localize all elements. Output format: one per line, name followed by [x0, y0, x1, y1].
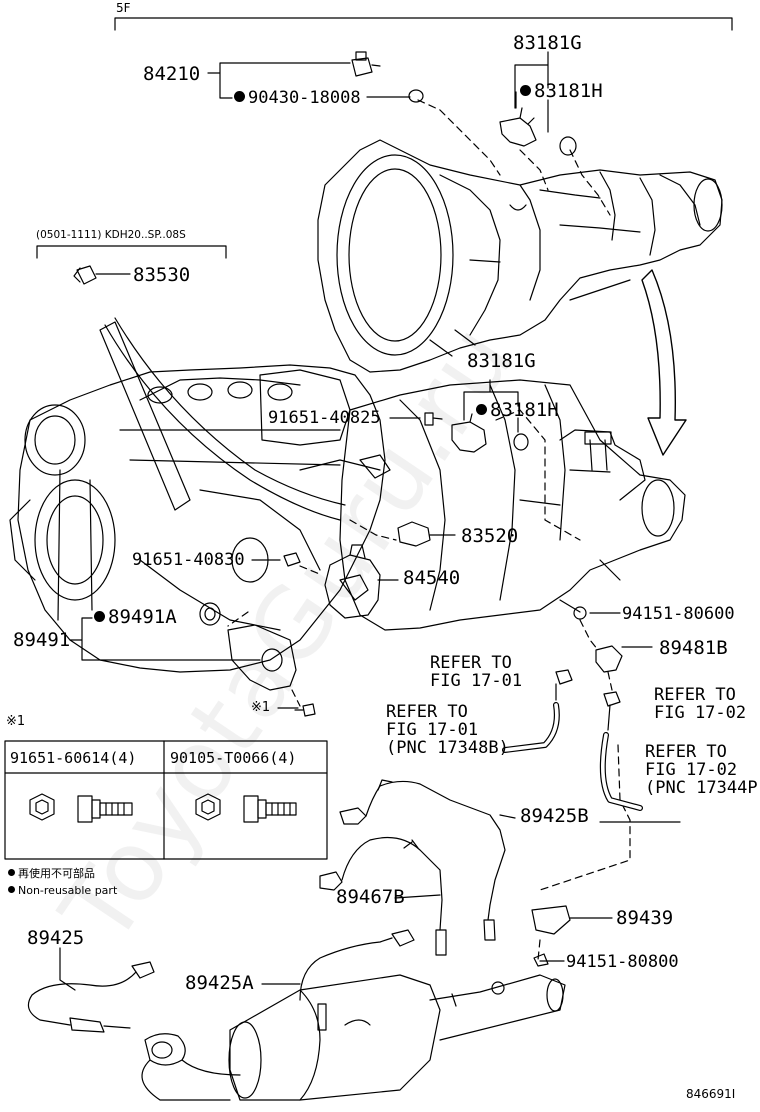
part-84210: 84210 — [143, 63, 201, 85]
part-91651-40825: 91651-40825 — [268, 408, 381, 428]
part-89491a: 89491A — [94, 607, 177, 627]
leader-lines — [59, 51, 681, 991]
part-89439: 89439 — [616, 907, 674, 929]
non-reusable-dot-icon — [520, 85, 531, 96]
part-90430-18008: 90430-18008 — [234, 89, 361, 107]
part-83181h-top: 83181H — [520, 81, 603, 101]
legend-jp-text: 再使用不可部品 — [18, 867, 95, 880]
fastener-drawings — [29, 793, 297, 823]
refer-line: REFER TO — [645, 742, 727, 762]
part-89467b: 89467B — [336, 886, 405, 908]
refer-line: REFER TO — [430, 653, 512, 673]
table-col1-header: 91651-60614(4) — [10, 749, 137, 767]
part-83181g-mid: 83181G — [467, 350, 536, 372]
part-84540: 84540 — [403, 567, 461, 589]
part-89425: 89425 — [27, 927, 85, 949]
section-label: 5F — [116, 1, 131, 15]
part-94151-80600: 94151-80600 — [622, 604, 735, 624]
non-reusable-dot-icon — [234, 91, 245, 102]
flow-arrow — [641, 269, 687, 456]
sensor-wires-drawing — [27, 779, 571, 1033]
transmission-upper-drawing — [317, 139, 723, 373]
non-reusable-dot-icon — [8, 869, 15, 876]
bolt-note-ref: ※1 — [251, 700, 271, 715]
fastener-table-lines — [4, 740, 328, 860]
part-83181h-top-label: 83181H — [534, 80, 603, 102]
refer-line: FIG 17-01 — [386, 720, 479, 740]
non-reusable-dot-icon — [8, 886, 15, 893]
refer-line: (PNC 17344P — [645, 778, 758, 798]
part-83530: 83530 — [133, 264, 191, 286]
part-90430-label: 90430-18008 — [248, 88, 361, 108]
refer-line: FIG 17-02 — [645, 760, 738, 780]
condition-bracket — [36, 245, 227, 259]
refer-line: (PNC 17348B) — [386, 738, 509, 758]
refer-line: FIG 17-01 — [430, 671, 523, 691]
part-94151-80800: 94151-80800 — [566, 952, 679, 972]
non-reusable-dot-icon — [94, 611, 105, 622]
table-col2-header: 90105-T0066(4) — [170, 749, 297, 767]
non-reusable-dot-icon — [476, 404, 487, 415]
part-83181h-mid: 83181H — [476, 400, 559, 420]
part-83520: 83520 — [461, 525, 519, 547]
part-89425b: 89425B — [520, 805, 589, 827]
refer-line: FIG 17-02 — [654, 703, 747, 723]
transmission-lower-drawing — [339, 379, 686, 631]
part-83181h-mid-label: 83181H — [490, 399, 559, 421]
footer-code: 846691I — [686, 1087, 736, 1101]
legend-jp: 再使用不可部品 — [8, 868, 95, 880]
part-83181g-top: 83181G — [513, 32, 582, 54]
legend-en-text: Non-reusable part — [18, 884, 118, 897]
part-89491a-label: 89491A — [108, 606, 177, 628]
section-bracket — [114, 17, 733, 31]
part-89481b: 89481B — [659, 637, 728, 659]
part-89425a: 89425A — [185, 972, 254, 994]
refer-line: REFER TO — [386, 702, 468, 722]
table-note-mark: ※1 — [6, 714, 26, 729]
condition-note: (0501-1111) KDH20..SP..08S — [36, 229, 186, 241]
legend-en: Non-reusable part — [8, 885, 117, 897]
part-91651-40830: 91651-40830 — [132, 550, 245, 570]
upper-parts-drawing — [73, 51, 623, 717]
part-89491: 89491 — [13, 629, 71, 651]
refer-line: REFER TO — [654, 685, 736, 705]
exhaust-drawing — [141, 974, 566, 1101]
